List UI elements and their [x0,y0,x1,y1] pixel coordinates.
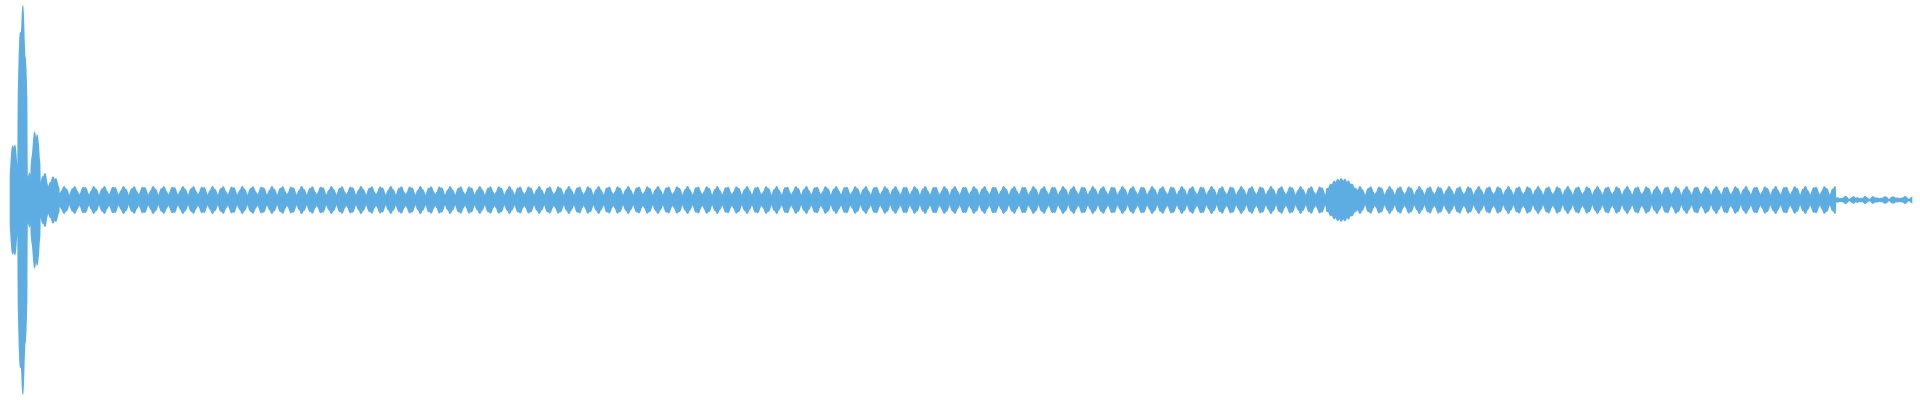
waveform-envelope [9,5,1913,395]
